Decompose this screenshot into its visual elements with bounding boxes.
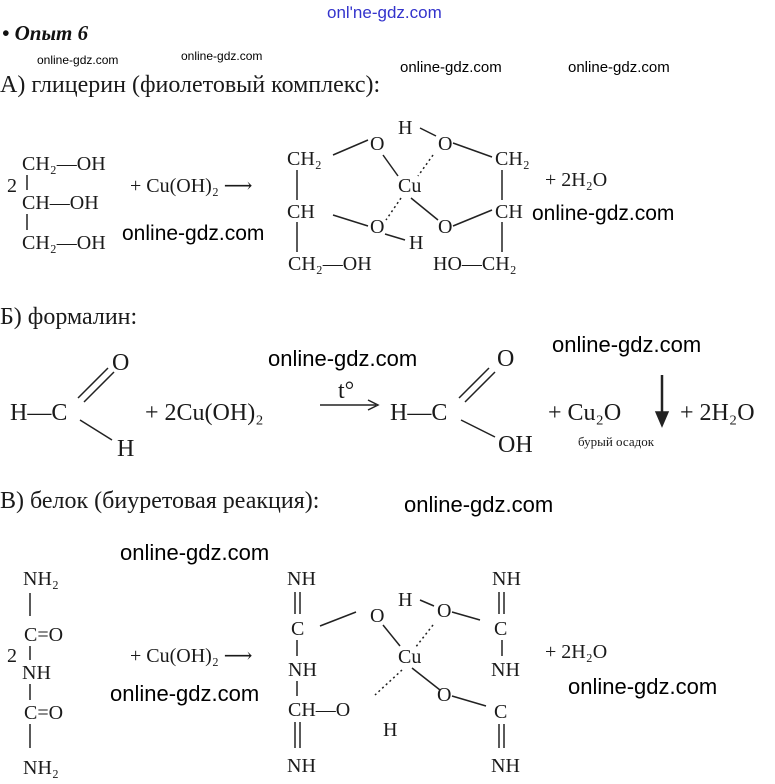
svg-text:C: C bbox=[494, 701, 507, 723]
svg-text:NH: NH bbox=[22, 662, 51, 684]
watermark: online-gdz.com bbox=[568, 674, 717, 699]
watermark: online-gdz.com bbox=[532, 202, 674, 225]
svg-text:NH: NH bbox=[491, 659, 520, 681]
svg-text:NH₂: NH₂ bbox=[23, 757, 59, 779]
precipitate-note: бурый осадок bbox=[578, 434, 655, 449]
svg-text:HO—CH₂: HO—CH₂ bbox=[433, 253, 517, 275]
watermark: onl'ne-gdz.com bbox=[327, 3, 442, 22]
svg-text:NH: NH bbox=[491, 755, 520, 777]
watermark: online-gdz.com bbox=[120, 540, 269, 565]
watermark: online-gdz.com bbox=[110, 681, 259, 706]
reagent: + Cu(OH)₂ ⟶ bbox=[130, 645, 252, 667]
page-title: • Опыт 6 bbox=[2, 21, 89, 45]
product: + 2H₂O bbox=[545, 641, 607, 663]
watermark: online-gdz.com bbox=[268, 346, 417, 371]
watermark: online-gdz.com bbox=[404, 492, 553, 517]
precipitate-arrow-icon bbox=[654, 375, 670, 428]
svg-text:O: O bbox=[370, 216, 384, 238]
formula-row: CH—OH bbox=[22, 192, 99, 214]
reagent: + 2Cu(OH)₂ bbox=[145, 400, 264, 426]
product: + 2H₂O bbox=[680, 400, 755, 426]
arrow-icon bbox=[320, 399, 380, 411]
svg-text:O: O bbox=[370, 133, 384, 155]
watermark: online-gdz.com bbox=[37, 53, 118, 67]
svg-text:H: H bbox=[117, 436, 134, 462]
svg-text:O: O bbox=[370, 605, 384, 627]
svg-text:CH₂: CH₂ bbox=[495, 148, 530, 170]
svg-text:O: O bbox=[438, 133, 452, 155]
biuret-formula: 2 NH₂ C=O NH C=O NH₂ bbox=[7, 568, 63, 779]
formula-row: CH₂—OH bbox=[22, 232, 106, 254]
svg-text:O: O bbox=[437, 684, 451, 706]
svg-text:NH: NH bbox=[287, 755, 316, 777]
watermark: online-gdz.com bbox=[568, 59, 670, 76]
svg-text:NH: NH bbox=[288, 659, 317, 681]
watermark: online-gdz.com bbox=[400, 59, 502, 76]
condition: t° bbox=[338, 378, 354, 404]
svg-text:O: O bbox=[437, 600, 451, 622]
svg-text:H: H bbox=[409, 232, 423, 254]
biuret-complex: NH C NH CH—O H NH O H O Cu O NH C NH C N… bbox=[287, 568, 521, 777]
svg-text:2: 2 bbox=[7, 645, 17, 667]
svg-text:H: H bbox=[398, 589, 412, 611]
svg-text:NH: NH bbox=[287, 568, 316, 590]
svg-text:H: H bbox=[398, 117, 412, 139]
svg-text:C=O: C=O bbox=[24, 624, 63, 646]
section-b-label: Б) формалин: bbox=[0, 304, 137, 330]
svg-text:OH: OH bbox=[498, 432, 533, 458]
svg-text:H: H bbox=[383, 719, 397, 741]
watermark: online-gdz.com bbox=[181, 49, 262, 63]
svg-text:Cu: Cu bbox=[398, 175, 421, 197]
product: + 2H₂O bbox=[545, 169, 607, 191]
svg-text:C=O: C=O bbox=[24, 702, 63, 724]
svg-text:H—C: H—C bbox=[10, 400, 67, 426]
formula-row: CH₂—OH bbox=[22, 153, 106, 175]
formic-acid-formula: H—C O OH bbox=[390, 346, 533, 458]
svg-text:O: O bbox=[112, 350, 129, 376]
svg-text:CH₂—OH: CH₂—OH bbox=[288, 253, 372, 275]
svg-text:CH₂: CH₂ bbox=[287, 148, 322, 170]
svg-text:O: O bbox=[497, 346, 514, 372]
svg-text:NH: NH bbox=[492, 568, 521, 590]
section-a-label: А) глицерин (фиолетовый комплекс): bbox=[0, 72, 380, 98]
section-c-label: В) белок (биуретовая реакция): bbox=[0, 488, 319, 514]
copper-glycerate-complex: CH₂ CH CH₂—OH CH₂ CH HO—CH₂ O H O Cu O O… bbox=[287, 117, 530, 275]
product: + Cu₂O bbox=[548, 400, 621, 426]
svg-text:CH: CH bbox=[287, 201, 315, 223]
coefficient: 2 bbox=[7, 175, 17, 197]
watermark: online-gdz.com bbox=[122, 222, 264, 245]
reagent: + Cu(OH)₂ ⟶ bbox=[130, 175, 252, 197]
glycerol-formula: 2 CH₂—OH CH—OH CH₂—OH bbox=[7, 153, 106, 254]
svg-text:NH₂: NH₂ bbox=[23, 568, 59, 590]
svg-text:C: C bbox=[291, 618, 304, 640]
formaldehyde-formula: H—C O H bbox=[10, 350, 134, 462]
svg-text:C: C bbox=[494, 618, 507, 640]
svg-text:CH: CH bbox=[495, 201, 523, 223]
watermark: online-gdz.com bbox=[552, 332, 701, 357]
svg-text:H—C: H—C bbox=[390, 400, 447, 426]
svg-text:Cu: Cu bbox=[398, 646, 421, 668]
svg-text:CH—O: CH—O bbox=[288, 699, 350, 721]
svg-text:O: O bbox=[438, 216, 452, 238]
